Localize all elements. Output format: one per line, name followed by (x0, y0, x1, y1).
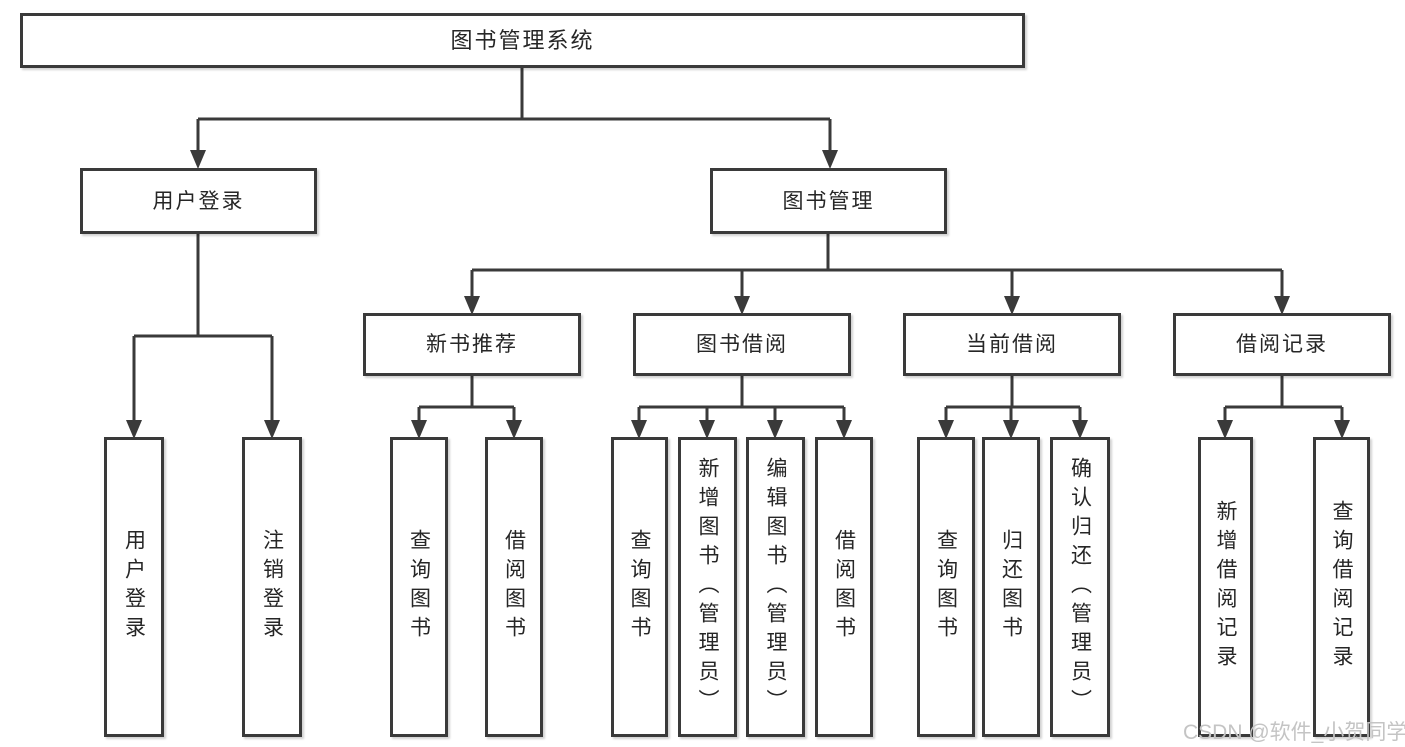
node-new-book-recommend-label: 新书推荐 (426, 333, 518, 356)
leaf-query-borrow-record-label: 查询借阅记录 (1330, 500, 1353, 674)
leaf-logout: 注销登录 (242, 437, 302, 737)
leaf-query-books-borrow-label: 查询图书 (628, 529, 651, 645)
node-root: 图书管理系统 (20, 13, 1025, 68)
leaf-query-books-recommend-label: 查询图书 (407, 529, 431, 645)
leaf-borrow-books-recommend-label: 借阅图书 (502, 529, 526, 645)
leaf-user-login-label: 用户登录 (122, 529, 146, 645)
leaf-borrow-books: 借阅图书 (815, 437, 873, 737)
leaf-add-books-admin-label: 新增图书（管理员） (696, 456, 719, 718)
leaf-add-books-admin: 新增图书（管理员） (678, 437, 737, 737)
leaf-return-books-label: 归还图书 (999, 529, 1023, 645)
csdn-watermark: CSDN @软件_小贺同学 (1183, 721, 1405, 744)
node-current-borrow: 当前借阅 (903, 313, 1121, 376)
leaf-return-books: 归还图书 (982, 437, 1040, 737)
node-user-login-label: 用户登录 (152, 189, 245, 213)
node-book-borrow: 图书借阅 (633, 313, 851, 376)
node-user-login: 用户登录 (80, 168, 317, 234)
node-borrow-record: 借阅记录 (1173, 313, 1391, 376)
leaf-user-login: 用户登录 (104, 437, 164, 737)
node-book-management-label: 图书管理 (782, 189, 875, 213)
leaf-edit-books-admin: 编辑图书（管理员） (746, 437, 805, 737)
leaf-query-books-borrow: 查询图书 (611, 437, 668, 737)
leaf-add-borrow-record-label: 新增借阅记录 (1214, 500, 1237, 674)
leaf-borrow-books-recommend: 借阅图书 (485, 437, 543, 737)
node-root-label: 图书管理系统 (450, 27, 595, 53)
leaf-query-books-current-label: 查询图书 (934, 529, 958, 645)
leaf-edit-books-admin-label: 编辑图书（管理员） (764, 456, 787, 718)
leaf-add-borrow-record: 新增借阅记录 (1198, 437, 1253, 737)
leaf-query-books-current: 查询图书 (917, 437, 975, 737)
leaf-logout-label: 注销登录 (260, 529, 284, 645)
leaf-query-borrow-record: 查询借阅记录 (1313, 437, 1370, 737)
node-current-borrow-label: 当前借阅 (966, 333, 1058, 356)
node-book-management: 图书管理 (710, 168, 947, 234)
leaf-confirm-return-admin: 确认归还（管理员） (1050, 437, 1110, 737)
node-new-book-recommend: 新书推荐 (363, 313, 581, 376)
node-book-borrow-label: 图书借阅 (696, 333, 788, 356)
leaf-confirm-return-admin-label: 确认归还（管理员） (1068, 456, 1092, 718)
leaf-borrow-books-label: 借阅图书 (832, 529, 856, 645)
leaf-query-books-recommend: 查询图书 (390, 437, 448, 737)
node-borrow-record-label: 借阅记录 (1236, 333, 1328, 356)
